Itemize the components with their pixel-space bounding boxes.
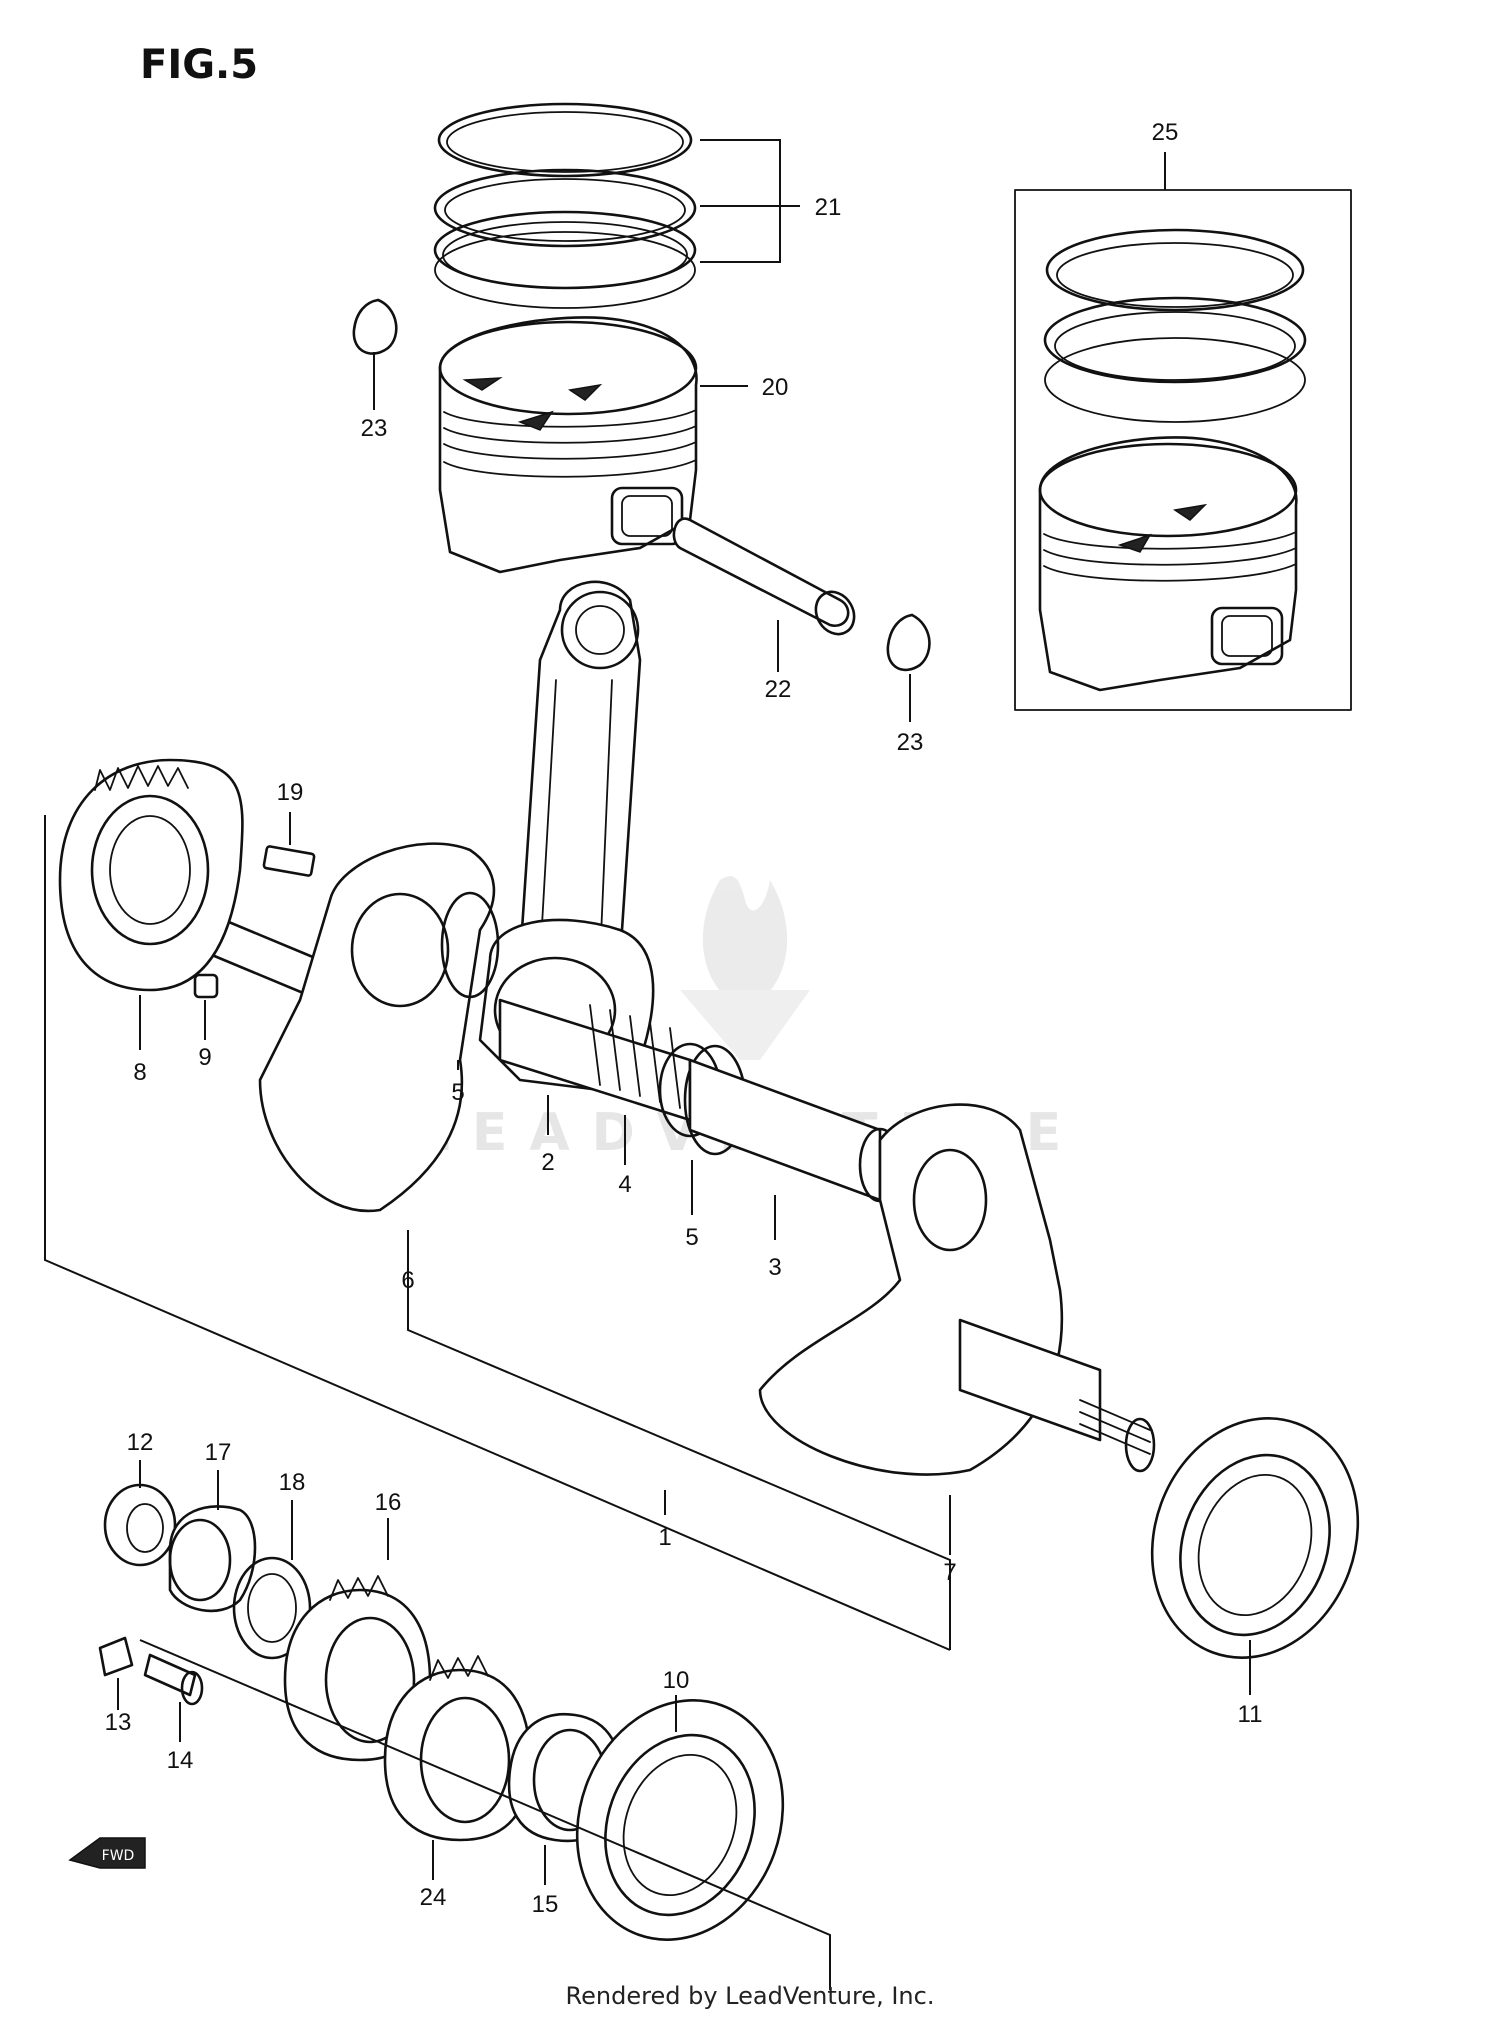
callout-14: 14 — [167, 1747, 194, 1774]
callout-20: 20 — [762, 374, 789, 401]
callout-16: 16 — [375, 1489, 402, 1516]
callout-3: 3 — [768, 1254, 781, 1281]
fwd-arrow-icon: FWD — [68, 1837, 146, 1869]
bolt-14 — [143, 1653, 204, 1706]
leader-21 — [700, 139, 800, 263]
piston — [438, 316, 698, 574]
washer-18 — [232, 1556, 312, 1660]
callout-24: 24 — [420, 1884, 447, 1911]
piston-kit-box — [1014, 189, 1352, 711]
callout-18: 18 — [279, 1469, 306, 1496]
callout-19: 19 — [277, 779, 304, 806]
gear-24 — [383, 1655, 532, 1842]
callout-6: 6 — [401, 1267, 414, 1294]
callout-25: 25 — [1152, 119, 1179, 146]
key-19 — [262, 845, 316, 877]
crankshaft — [187, 842, 1156, 1476]
callout-7: 7 — [943, 1559, 956, 1586]
callout-23-left: 23 — [361, 415, 388, 442]
callout-17: 17 — [205, 1439, 232, 1466]
watermark-logo — [680, 876, 810, 1060]
piston-kit — [1038, 228, 1307, 692]
lockwasher-13 — [98, 1636, 134, 1677]
piston-rings — [433, 102, 697, 309]
assembly-bracket-6-7 — [407, 1230, 951, 1650]
nut-17 — [168, 1505, 257, 1613]
gear-8 — [58, 758, 244, 992]
callout-9: 9 — [198, 1044, 211, 1071]
seal-12 — [103, 1483, 177, 1567]
callout-1: 1 — [658, 1524, 671, 1551]
piston-pin — [672, 517, 856, 636]
footer-credit: Rendered by LeadVenture, Inc. — [566, 1982, 935, 2010]
fwd-label: FWD — [102, 1848, 135, 1864]
circlip-right — [886, 613, 931, 672]
callout-2: 2 — [541, 1149, 554, 1176]
circlip-left — [352, 298, 398, 355]
callout-5-left: 5 — [451, 1079, 464, 1106]
bearing-11 — [1150, 1417, 1360, 1659]
bearing-10 — [575, 1699, 785, 1941]
callout-21: 21 — [815, 194, 842, 221]
lower-bracket — [139, 1639, 831, 1990]
callout-labels: 1 2 3 4 5 5 6 7 8 9 10 11 12 13 14 15 16… — [105, 119, 1263, 1918]
figure-title: FIG.5 — [140, 42, 258, 88]
callout-22: 22 — [765, 676, 792, 703]
callout-13: 13 — [105, 1709, 132, 1736]
assembly-bracket-1 — [44, 815, 951, 1651]
callout-11: 11 — [1238, 1701, 1263, 1728]
callout-8: 8 — [133, 1059, 146, 1086]
callout-4: 4 — [618, 1171, 631, 1198]
callout-10: 10 — [663, 1667, 690, 1694]
callout-12: 12 — [127, 1429, 154, 1456]
callout-15: 15 — [532, 1891, 559, 1918]
pin-9 — [193, 973, 219, 999]
callout-23-right: 23 — [897, 729, 924, 756]
callout-5-right: 5 — [685, 1224, 698, 1251]
